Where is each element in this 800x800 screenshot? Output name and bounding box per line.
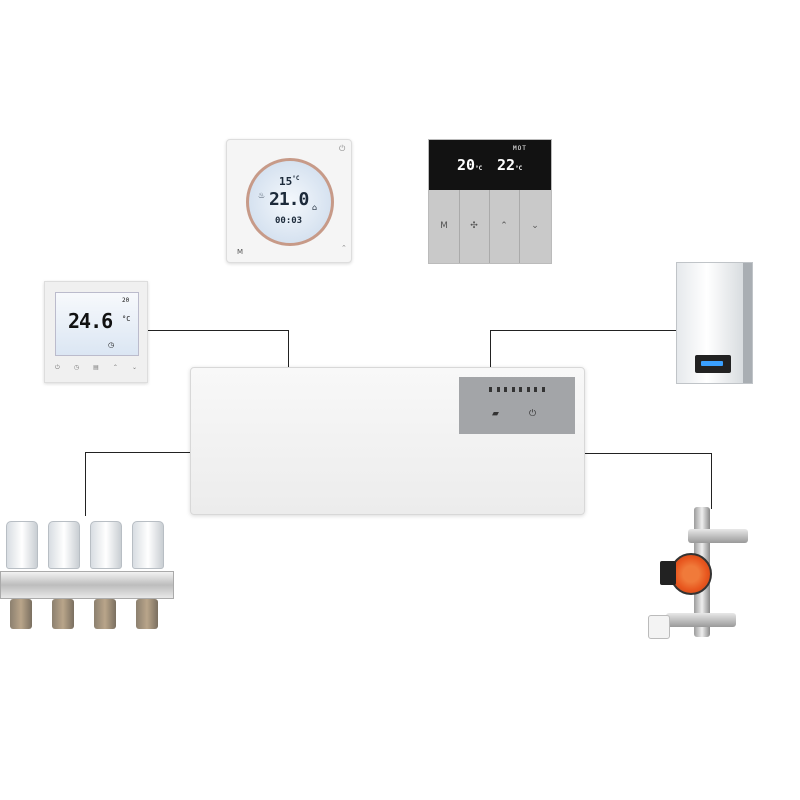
black-thermostat-right-temp: 22°C <box>497 156 523 174</box>
chevron-up-icon: ⌃ <box>500 221 508 231</box>
actuator <box>6 521 38 569</box>
led-indicator <box>526 387 530 392</box>
boiler-display-glow <box>701 361 723 366</box>
pump-motor <box>670 553 712 595</box>
round-thermostat-setpoint: 15°C <box>279 175 300 188</box>
round-thermostat-temperature: 21.0 <box>269 189 309 210</box>
round-thermostat[interactable]: 15°C 21.0 00:03 ♨ ⌂ M ⏻ ⌃ <box>226 139 352 263</box>
black-thermostat-button-fan[interactable]: ✣ <box>459 190 490 263</box>
round-thermostat-dial: 15°C 21.0 00:03 ♨ ⌂ <box>246 158 334 246</box>
connector-line-boiler-v <box>490 330 491 368</box>
house-icon: ⌂ <box>312 203 318 212</box>
black-thermostat-button-mode-label: M <box>440 221 448 231</box>
boiler <box>676 262 753 384</box>
pump-status-icon: ▰ <box>492 409 499 419</box>
black-thermostat[interactable]: MOT 20°C 22°C M ✣ ⌃ ⌄ <box>428 139 552 264</box>
power-icon[interactable]: ⏻ <box>55 364 60 371</box>
power-icon[interactable]: ⏻ <box>339 144 346 153</box>
pump-controller-box <box>660 561 676 585</box>
black-thermostat-left-temp: 20°C <box>457 156 483 174</box>
chevron-up-icon[interactable]: ⌃ <box>112 364 118 371</box>
manifold-outlet <box>136 599 158 629</box>
square-thermostat-screen: 24.6 20 °C ◷ <box>55 292 139 356</box>
pump-valve-head <box>648 615 670 639</box>
connector-line-manifold-v <box>85 452 86 516</box>
connector-line-manifold-h <box>85 452 190 453</box>
pump-mixing-unit <box>648 505 748 641</box>
square-thermostat-setpoint: 20 <box>122 297 130 304</box>
manifold-outlet <box>94 599 116 629</box>
controller-led-row <box>489 387 545 393</box>
power-icon: ⏻ <box>529 409 537 419</box>
manifold-outlet <box>10 599 32 629</box>
led-indicator <box>496 387 500 392</box>
led-indicator <box>541 387 545 392</box>
chevron-up-icon[interactable]: ⌃ <box>341 244 347 252</box>
boiler-side-panel <box>743 263 752 383</box>
square-thermostat-temperature: 24.6 <box>68 309 113 333</box>
connector-line-boiler-h <box>490 330 676 331</box>
flame-icon: ♨ <box>258 191 266 200</box>
wiring-center-controller: ▰ ⏻ <box>190 367 585 515</box>
led-indicator <box>534 387 538 392</box>
square-thermostat-buttons: ⏻ ◷ ▤ ⌃ ⌄ <box>55 364 137 374</box>
led-indicator <box>519 387 523 392</box>
round-thermostat-mode-label[interactable]: M <box>237 248 244 256</box>
square-thermostat-unit: °C <box>122 315 131 323</box>
connector-line-pump-h <box>583 453 711 454</box>
clock-icon[interactable]: ◷ <box>73 364 80 371</box>
actuator <box>48 521 80 569</box>
led-indicator <box>511 387 515 392</box>
boiler-display <box>695 355 731 373</box>
led-indicator <box>504 387 508 392</box>
menu-icon[interactable]: ▤ <box>93 364 99 371</box>
connector-line-left-thermostat-h <box>146 330 289 331</box>
actuator <box>132 521 164 569</box>
fan-icon: ✣ <box>470 221 478 231</box>
manifold <box>0 515 174 635</box>
pump-pipe-top <box>688 529 748 543</box>
black-thermostat-button-mode[interactable]: M <box>429 190 460 263</box>
round-thermostat-time: 00:03 <box>275 216 303 226</box>
black-thermostat-top-text: MOT <box>513 145 527 152</box>
black-thermostat-button-up[interactable]: ⌃ <box>489 190 520 263</box>
chevron-down-icon: ⌄ <box>531 221 539 231</box>
connector-line-left-thermostat-v <box>288 330 289 368</box>
pump-pipe-bottom <box>666 613 736 627</box>
black-thermostat-button-down[interactable]: ⌄ <box>519 190 551 263</box>
chevron-down-icon[interactable]: ⌄ <box>131 364 137 371</box>
manifold-bar <box>0 571 174 599</box>
clock-icon: ◷ <box>108 341 115 349</box>
manifold-outlet <box>52 599 74 629</box>
connector-line-pump-v <box>711 453 712 509</box>
controller-indicator-panel: ▰ ⏻ <box>459 377 575 434</box>
black-thermostat-screen: MOT 20°C 22°C <box>429 140 551 190</box>
led-indicator <box>489 387 492 392</box>
actuator <box>90 521 122 569</box>
square-thermostat[interactable]: 24.6 20 °C ◷ ⏻ ◷ ▤ ⌃ ⌄ <box>44 281 148 383</box>
